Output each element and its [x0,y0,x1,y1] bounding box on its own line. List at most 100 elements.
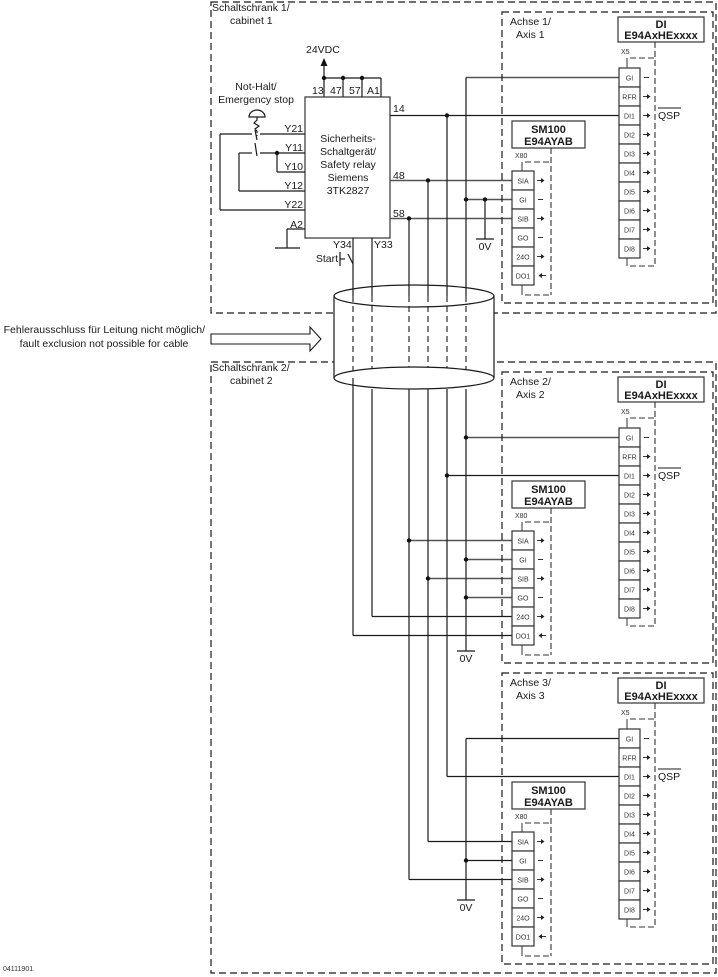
di-terminal: GI [618,67,649,88]
di-terminal-label: GI [626,76,633,83]
cabinet-2-frame [210,361,717,974]
sm100-terminal-label: GO [518,596,529,603]
sm100-terminal: SIB [511,869,545,890]
di-terminal-label: DI8 [624,607,635,614]
sm100-module-header [511,120,586,149]
di-terminal-label: DI1 [624,775,635,782]
di-module-header [617,376,705,403]
relay-terminal-label: Y33 [374,239,393,251]
cabinet-1-label: Schaltschrank 1/ [212,2,290,14]
di-terminal-label: DI6 [624,569,635,576]
relay-text-line: Siemens [328,172,369,184]
sm100-terminal: DO1 [511,265,546,286]
input-arrow-icon [643,492,651,497]
cabinet-1-label-en: cabinet 1 [230,15,273,27]
di-module-header [617,677,705,704]
sm100-terminal-label: GI [519,859,526,866]
di-terminal-label: DI3 [624,813,635,820]
input-arrow-icon [643,869,651,874]
axis-frame [501,371,714,664]
sm100-terminal-label: GI [519,558,526,565]
di-terminal-label: DI6 [624,870,635,877]
input-arrow-icon [643,151,651,156]
di-terminal: GI [618,427,649,448]
sm100-terminal-label: SIA [517,840,529,847]
sm100-terminal-label: SIB [517,878,529,885]
di-terminal: GI [618,728,649,749]
di-terminal-label: DI7 [624,889,635,896]
di-terminal-label: DI5 [624,550,635,557]
relay-terminal-label: 48 [393,170,405,182]
di-terminal: DI3 [618,143,651,164]
relay-terminal-label: Y11 [285,142,303,154]
di-terminal: RFR [618,747,651,768]
sm100-terminal: SIB [511,208,545,229]
sm100-terminal-label: DO1 [516,935,531,942]
di-connector-label: X5 [621,49,630,56]
sm100-terminal-label: 24O [516,615,530,622]
axis-frame [501,11,714,304]
axis-1-module: Achse 1/Axis 1DIE94AxHExxxxX5GIRFRDI1DI2… [501,11,714,304]
input-arrow-icon [643,587,651,592]
input-arrow-icon [643,606,651,611]
axis-label: Achse 3/ [510,677,551,689]
di-terminal-label: DI7 [624,228,635,235]
input-arrow-icon [643,511,651,516]
input-arrow-icon [643,94,651,99]
sm100-terminal: SIA [511,831,545,852]
di-terminal-label: GI [626,436,633,443]
output-arrow-icon [538,934,546,939]
relay-terminal-label: 14 [393,103,405,115]
input-arrow-icon [643,246,651,251]
di-terminal: DI7 [618,219,651,240]
di-terminal: DI2 [618,124,651,145]
input-arrow-icon [643,755,651,760]
sm100-terminal: GI [511,850,543,871]
axis-label-en: Axis 2 [516,389,545,401]
sm100-terminal: GI [511,189,543,210]
di-terminal: DI7 [618,880,651,901]
di-module-model: E94AxHExxxx [624,390,698,402]
supply-arrow-icon [320,58,328,66]
di-terminal-label: DI3 [624,512,635,519]
di-connector-label: X5 [621,409,630,416]
relay-terminal-label: Y22 [284,199,303,211]
di-module-title: DI [656,680,667,692]
input-arrow-icon [643,774,651,779]
sm100-terminal-label: 24O [516,916,530,923]
input-arrow-icon [643,568,651,573]
sm100-module-model: E94AYAB [524,496,573,508]
cable [333,284,495,390]
input-arrow-icon [643,549,651,554]
sm100-terminal: 24O [511,907,545,928]
input-arrow-icon [643,227,651,232]
qsp-signal-label: QSP [658,771,680,783]
di-terminal-label: DI8 [624,247,635,254]
input-arrow-icon [643,132,651,137]
start-switch-icon [347,253,354,265]
sm100-terminal-label: DO1 [516,634,531,641]
di-terminal-label: RFR [622,756,636,763]
di-terminal-label: DI1 [624,114,635,121]
relay-terminal-label: A2 [290,219,303,231]
cabinet-2-wiring: 0V 0V [352,389,619,914]
di-module: DIE94AxHExxxxX5GIRFRDI1DI2DI3DI4DI5DI6DI… [617,376,705,627]
di-terminal: DI6 [618,560,651,581]
di-terminal-label: DI4 [624,832,635,839]
supply-label: 24VDC [306,44,340,56]
output-arrow-icon [538,273,546,278]
di-terminal-label: DI2 [624,794,635,801]
output-arrow-icon [538,633,546,638]
di-terminal: RFR [618,86,651,107]
sm100-terminal: GO [511,227,543,248]
axis-label-en: Axis 1 [516,29,545,41]
di-terminal-label: GI [626,737,633,744]
di-terminal: DI6 [618,200,651,221]
di-terminal: DI4 [618,522,651,543]
input-arrow-icon [643,473,651,478]
relay-terminal-label: 13 [312,85,324,97]
di-module: DIE94AxHExxxxX5GIRFRDI1DI2DI3DI4DI5DI6DI… [617,16,705,267]
di-terminal: DI4 [618,162,651,183]
